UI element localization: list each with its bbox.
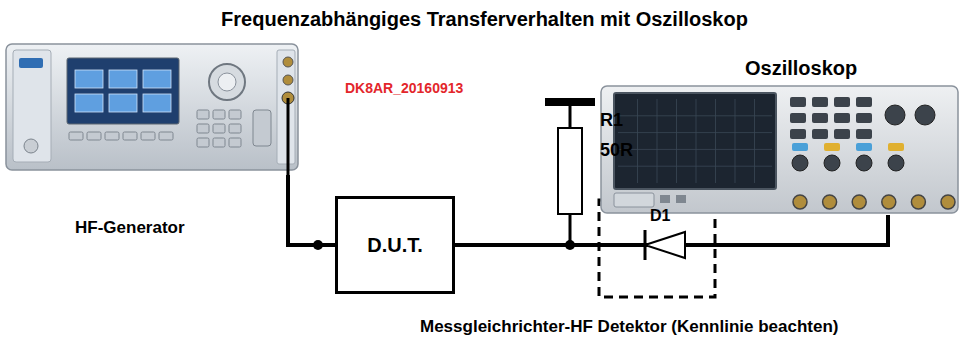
part-name: D1: [650, 207, 670, 225]
oscilloscope: Oszilloskop: [600, 55, 960, 215]
junction-dot: [313, 240, 323, 250]
resistor-symbol: [558, 128, 582, 214]
bnc-input: [882, 195, 896, 209]
diode-bar: [644, 230, 647, 260]
diagram-caption: Messgleichrichter-HF Detektor (Kennlinie…: [420, 317, 838, 337]
bnc-input: [911, 195, 925, 209]
diode-symbol: [645, 232, 685, 258]
part-name: R1: [600, 110, 623, 131]
diagram-title: Frequenzabhängiges Transferverhalten mit…: [0, 8, 969, 31]
scope-screen: [614, 93, 776, 189]
supply-bar: [545, 98, 595, 106]
oscilloscope-illustration: [600, 85, 960, 215]
bnc-input: [941, 195, 955, 209]
node-label: Oszilloskop: [745, 57, 857, 80]
output-cable: [287, 98, 290, 175]
device-body: [6, 44, 298, 170]
bnc-input: [823, 195, 837, 209]
node-label: D.U.T.: [367, 234, 423, 257]
device-body: [601, 86, 958, 213]
generator-illustration: [5, 40, 300, 175]
part-value: 50R: [600, 140, 633, 161]
signal-generator: HF-Generator: [5, 40, 300, 175]
detector-outline: [599, 200, 715, 297]
node-label: HF-Generator: [75, 218, 185, 238]
author-stamp: DK8AR_20160913: [345, 80, 463, 96]
signal-wire: [288, 175, 335, 245]
bnc-input: [852, 195, 866, 209]
bnc-input: [793, 195, 807, 209]
junction-dot: [565, 240, 575, 250]
dut-box: D.U.T.: [335, 196, 455, 294]
